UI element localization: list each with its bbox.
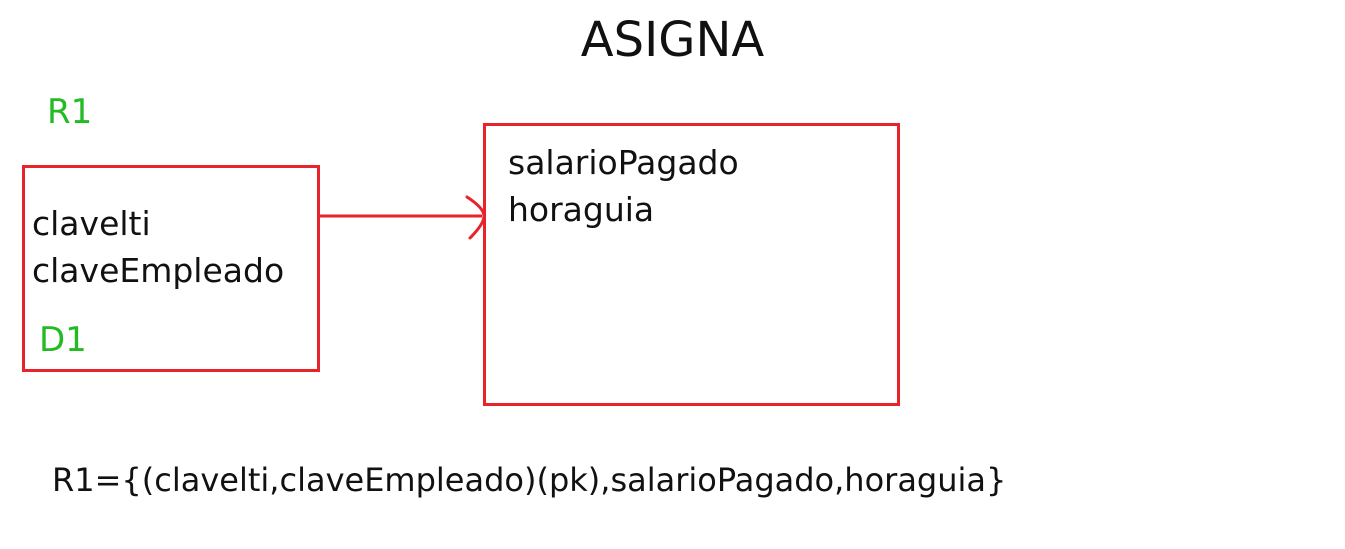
attribute-salariopagado: salarioPagado — [508, 143, 739, 182]
attribute-horaguia: horaguia — [508, 190, 655, 229]
dependent-attributes-box — [483, 123, 900, 406]
arrow-head — [465, 195, 486, 240]
dependent-attributes-list: salarioPagado horaguia — [508, 139, 739, 233]
relation-label: R1 — [47, 92, 93, 132]
domain-label: D1 — [39, 320, 87, 360]
key-attributes-box — [22, 165, 320, 372]
attribute-claveempleado: claveEmpleado — [32, 251, 285, 290]
key-attributes-list: clavelti claveEmpleado — [32, 200, 284, 294]
attribute-clavelti: clavelti — [32, 204, 151, 243]
relation-formula: R1={(clavelti,claveEmpleado)(pk),salario… — [52, 461, 1007, 499]
diagram-title: ASIGNA — [580, 12, 765, 68]
